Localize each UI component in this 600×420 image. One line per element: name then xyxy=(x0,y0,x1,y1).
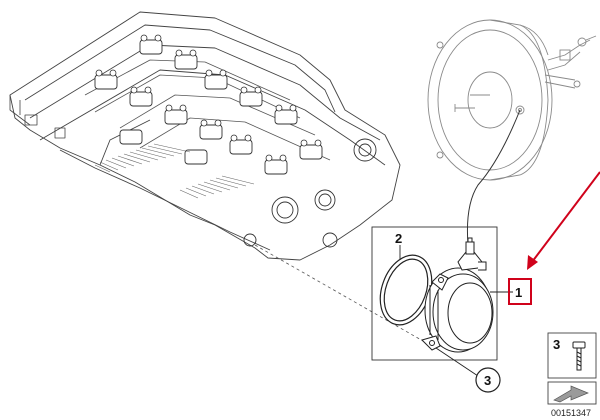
callout-2-label: 2 xyxy=(395,231,402,246)
arrow-icon xyxy=(553,385,589,403)
vacuum-hose-drawing xyxy=(467,109,521,256)
bolt-icon xyxy=(572,341,586,371)
leader-line-head xyxy=(254,244,431,346)
image-code: 00151347 xyxy=(551,408,591,418)
brake-booster-drawing xyxy=(427,19,597,181)
vacuum-pump-drawing xyxy=(421,237,494,353)
parts-group-box xyxy=(371,226,498,361)
callout-1-label: 1 xyxy=(515,285,522,300)
callout-1-highlight-box xyxy=(508,278,532,305)
callout-3-label: 3 xyxy=(484,373,491,388)
callout-3-circle xyxy=(475,367,501,393)
leader-line-3 xyxy=(435,347,479,377)
parts-legend: 3 xyxy=(547,332,597,405)
legend-part-number: 3 xyxy=(553,337,560,352)
cylinder-head-drawing xyxy=(9,11,401,261)
red-arrow-indicator xyxy=(527,171,600,270)
